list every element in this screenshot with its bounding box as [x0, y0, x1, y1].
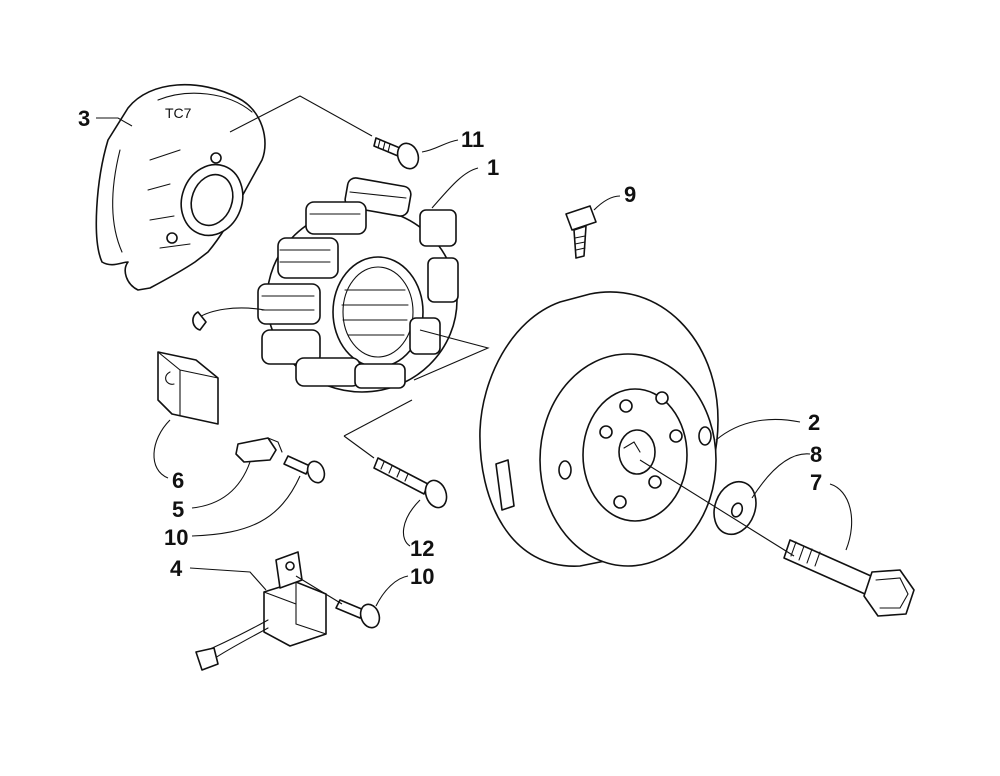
leader-11-cover: [229, 95, 373, 137]
leader-5: [191, 461, 251, 509]
leader-4: [189, 567, 267, 591]
part-pickup-module: [157, 351, 219, 425]
leader-lines: [96, 95, 853, 607]
leader-11: [421, 139, 459, 153]
callout-labels: 1 2 3 4 5 6 7 8 9 10 10 11 12: [78, 106, 822, 589]
part-flywheel-bolt: [783, 539, 915, 617]
leader-1: [431, 167, 479, 209]
callout-1: 1: [487, 155, 499, 180]
callout-5: 5: [172, 497, 184, 522]
leader-10-lower: [375, 575, 409, 607]
leader-7: [829, 483, 853, 551]
callout-3: 3: [78, 106, 90, 131]
part-washer: [713, 480, 757, 536]
leader-10-upper: [191, 475, 301, 537]
callout-7: 7: [810, 470, 822, 495]
callout-10-upper: 10: [164, 525, 188, 550]
leader-2: [715, 418, 801, 441]
callout-9: 9: [624, 182, 636, 207]
callout-10-lower: 10: [410, 564, 434, 589]
part-clip: [235, 437, 283, 463]
leader-12-link: [343, 435, 375, 459]
callout-4: 4: [170, 556, 183, 581]
leader-10-link: [295, 575, 343, 605]
callout-8: 8: [810, 442, 822, 467]
leader-3: [96, 117, 133, 127]
callout-11: 11: [461, 127, 484, 152]
part-screw-10-upper: [283, 455, 326, 484]
leader-12-bracket: [343, 399, 413, 437]
callout-2: 2: [808, 410, 820, 435]
leader-6: [153, 419, 171, 479]
part-screw-10-lower: [335, 599, 381, 629]
leader-12: [402, 499, 421, 547]
callout-6: 6: [172, 468, 184, 493]
part-flywheel: [479, 291, 719, 567]
leader-8: [751, 453, 811, 499]
leader-axis: [639, 459, 795, 557]
part-bolt-12: [373, 457, 448, 509]
callout-12: 12: [410, 536, 434, 561]
leader-stator-bracket: [413, 329, 490, 381]
part-bolt-9: [565, 205, 597, 259]
part-stator-cover: TC7: [95, 83, 266, 291]
part-screw-11: [373, 137, 420, 170]
leader-9: [593, 195, 621, 211]
svg-text:TC7: TC7: [165, 105, 192, 121]
part-pulser-coil: [195, 551, 327, 671]
part-stator: [192, 177, 459, 393]
